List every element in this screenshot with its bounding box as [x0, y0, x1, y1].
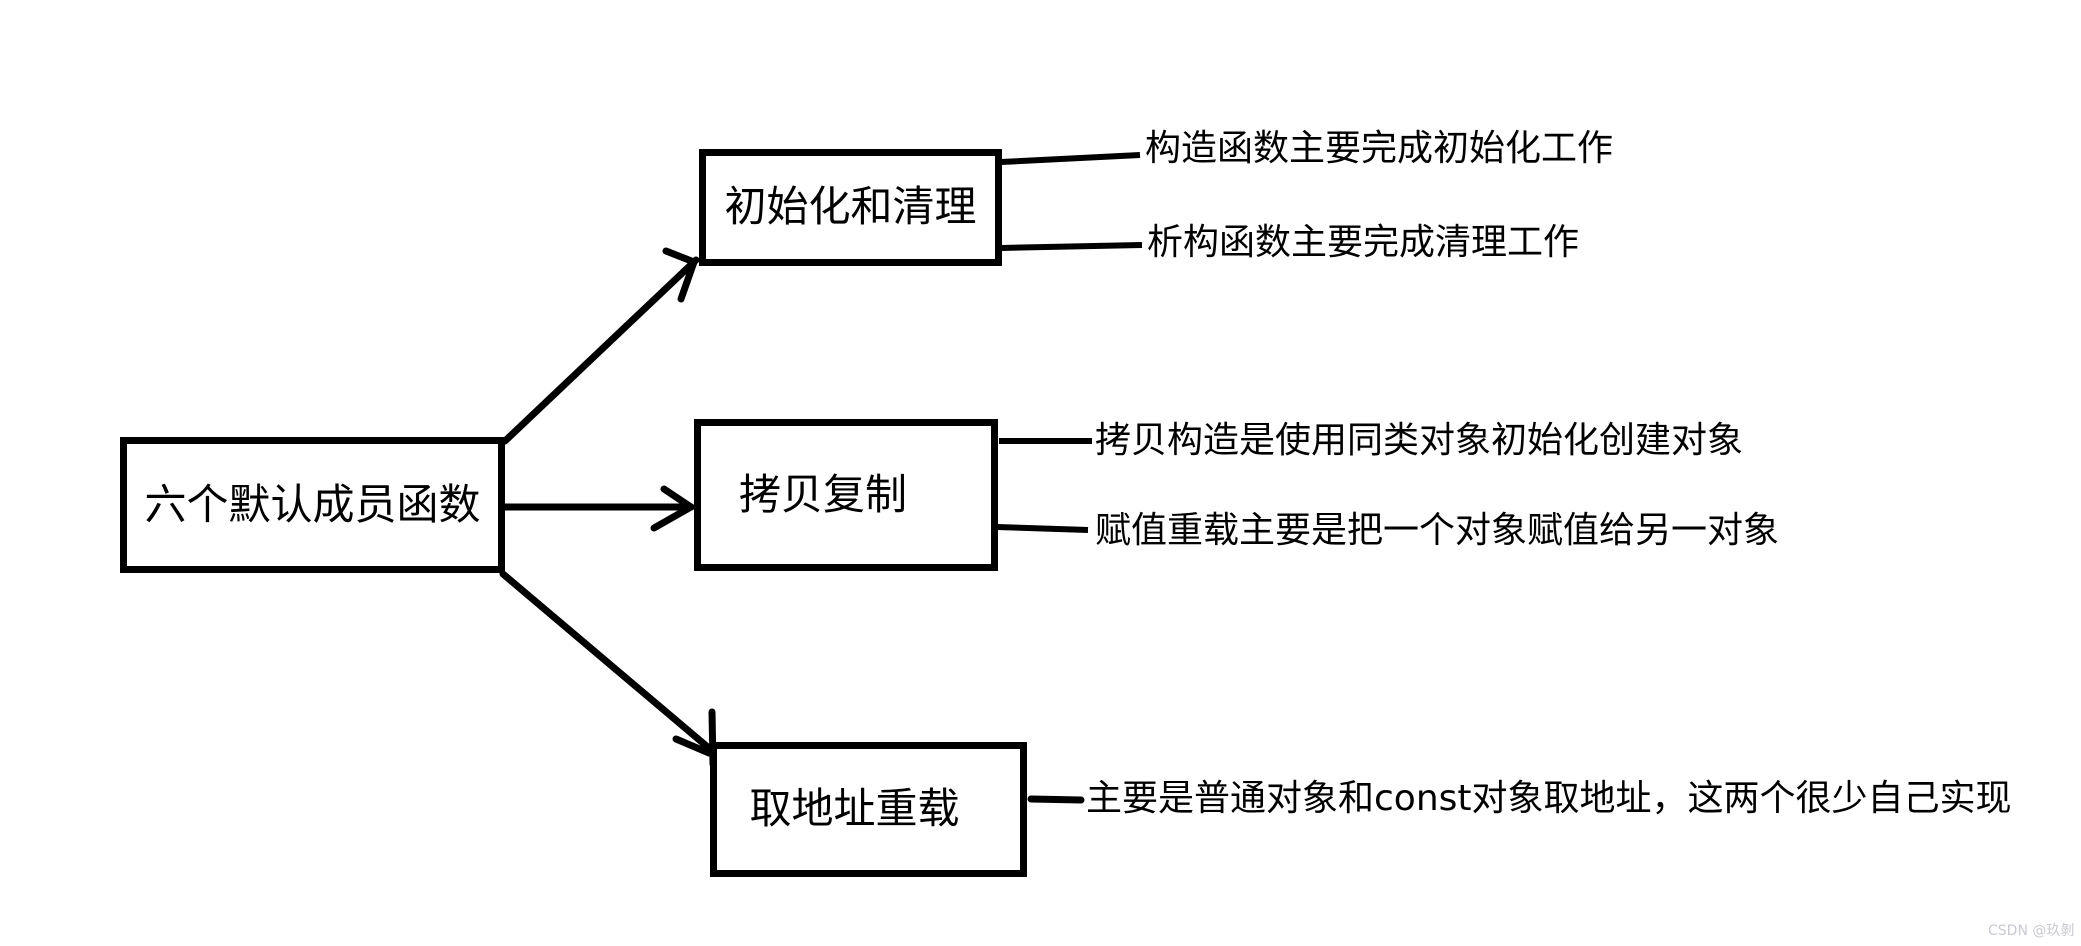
connector-copy-note-2 — [996, 524, 1089, 533]
note-address-overload: 主要是普通对象和const对象取地址，这两个很少自己实现 — [1086, 778, 2012, 819]
note-copy-constructor: 拷贝构造是使用同类对象初始化创建对象 — [1095, 420, 1744, 461]
note-assignment-overload: 赋值重载主要是把一个对象赋值给另一对象 — [1095, 510, 1780, 551]
connector-init-note-2 — [1000, 242, 1143, 251]
node-init-cleanup-label: 初始化和清理 — [724, 182, 977, 232]
arrow-root-to-copy — [501, 485, 695, 532]
node-root-label: 六个默认成员函数 — [144, 479, 481, 529]
arrow-root-to-init — [501, 247, 700, 445]
connector-init-note-1 — [1000, 152, 1141, 165]
connector-addr-note-1 — [1027, 795, 1085, 804]
node-copy-label: 拷贝复制 — [738, 469, 907, 519]
note-constructor: 构造函数主要完成初始化工作 — [1145, 128, 1614, 169]
watermark: CSDN @玖剝 — [1988, 923, 2075, 939]
node-init-cleanup: 初始化和清理 — [699, 149, 1002, 266]
node-copy: 拷贝复制 — [694, 419, 998, 571]
note-destructor: 析构函数主要完成清理工作 — [1147, 222, 1580, 263]
arrow-root-to-addr — [499, 570, 717, 768]
node-address-overload: 取地址重载 — [710, 742, 1027, 877]
node-root: 六个默认成员函数 — [120, 437, 505, 573]
node-address-overload-label: 取地址重载 — [749, 784, 960, 834]
